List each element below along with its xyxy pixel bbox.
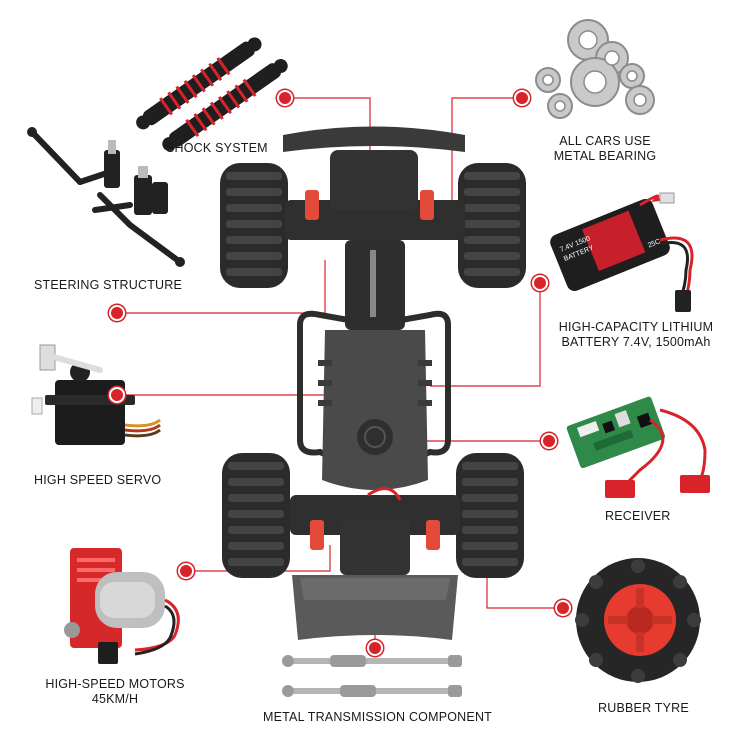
rear-left-tyre [222, 453, 290, 578]
front-left-tyre [220, 163, 288, 288]
callout-dot-transmission[interactable] [369, 642, 381, 654]
label-rubber-tyre: RUBBER TYRE [598, 701, 689, 715]
callout-dot-steering[interactable] [111, 307, 123, 319]
callout-dot-bearing[interactable] [516, 92, 528, 104]
label-motors: HIGH-SPEED MOTORS 45KM/H [40, 677, 190, 707]
label-transmission: METAL TRANSMISSION COMPONENT [263, 710, 493, 724]
label-battery: HIGH-CAPACITY LITHIUM BATTERY 7.4V, 1500… [556, 320, 716, 350]
callout-dot-shock[interactable] [279, 92, 291, 104]
label-motors-line2: 45KM/H [91, 692, 139, 706]
label-steering-structure: STEERING STRUCTURE [34, 278, 183, 292]
label-battery-line2: BATTERY 7.4V, 1500mAh [561, 335, 711, 349]
front-right-tyre [458, 163, 526, 288]
callout-dot-motor[interactable] [180, 565, 192, 577]
battery-print-rating: 25C [647, 238, 662, 249]
label-bearing-line2: METAL BEARING [553, 149, 657, 163]
label-high-speed-servo: HIGH SPEED SERVO [34, 473, 162, 487]
label-receiver: RECEIVER [605, 509, 671, 523]
label-motors-line1: HIGH-SPEED MOTORS [45, 677, 185, 691]
label-metal-bearing: ALL CARS USE METAL BEARING [540, 134, 670, 164]
callout-dot-tyre[interactable] [557, 602, 569, 614]
callout-dot-servo[interactable] [111, 389, 123, 401]
label-bearing-line1: ALL CARS USE [559, 134, 651, 148]
label-shock-system: SHOCK SYSTEM [166, 141, 268, 155]
callout-dot-battery[interactable] [534, 277, 546, 289]
callout-dot-receiver[interactable] [543, 435, 555, 447]
rear-right-tyre [456, 453, 524, 578]
label-battery-line1: HIGH-CAPACITY LITHIUM [558, 320, 714, 334]
